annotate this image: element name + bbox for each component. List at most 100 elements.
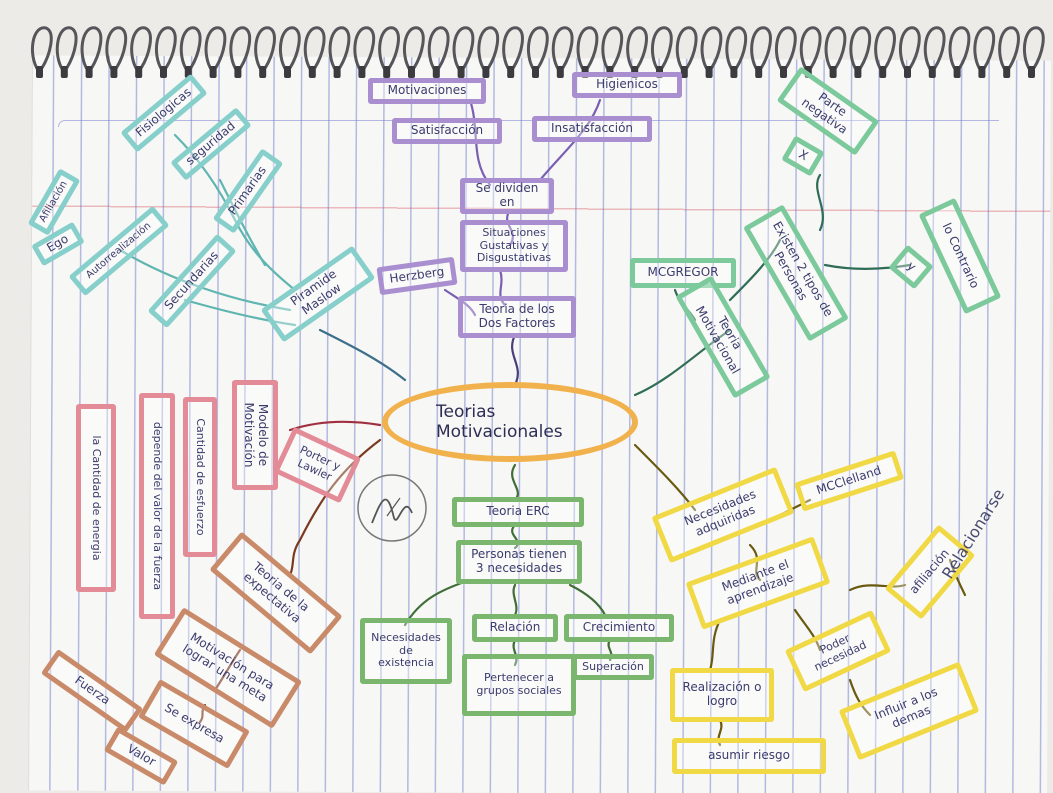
node-pertenecer: Pertenecer a grupos sociales <box>462 654 576 716</box>
spiral-ring <box>502 26 524 71</box>
spiral-ring <box>998 26 1020 71</box>
spiral-ring <box>105 26 128 71</box>
binding-hole <box>854 66 862 78</box>
node-personas-necesidades: Personas tienen 3 necesidades <box>456 540 582 584</box>
binding-hole <box>85 66 93 78</box>
spiral-ring <box>204 26 227 71</box>
central-topic-line2: Motivacionales <box>436 422 563 442</box>
binding-hole <box>904 66 911 78</box>
spiral-ring <box>80 26 103 71</box>
binding-hole <box>680 66 688 78</box>
binding-hole <box>135 66 143 78</box>
node-crecimiento: Crecimiento <box>564 614 674 642</box>
binding-hole <box>482 66 490 78</box>
node-situaciones: Situaciones Gustativas y Disgustativas <box>460 220 568 272</box>
binding-hole <box>829 66 837 78</box>
node-asumir-riesgo: asumir riesgo <box>672 738 826 774</box>
spiral-ring <box>675 26 698 71</box>
paper-margin-line <box>58 120 999 127</box>
spiral-ring <box>551 26 574 71</box>
node-depende-valor: depende del valor de la fuerza <box>139 393 175 619</box>
binding-hole <box>259 66 267 78</box>
spiral-ring <box>898 26 921 71</box>
binding-hole <box>308 66 316 78</box>
spiral-ring <box>229 26 252 71</box>
binding-hole <box>234 66 242 78</box>
node-realizacion-logro: Realización o logro <box>670 668 774 722</box>
doodle-drawing <box>352 468 432 546</box>
binding-hole <box>160 66 167 78</box>
spiral-ring <box>874 26 896 71</box>
node-teoria-dos-factores: Teoria de los Dos Factores <box>458 296 576 338</box>
binding-hole <box>432 66 440 78</box>
binding-hole <box>755 66 763 78</box>
binding-hole <box>705 66 713 78</box>
spiral-ring <box>303 26 326 71</box>
node-insatisfaccion: Insatisfacción <box>532 116 652 142</box>
binding-hole <box>978 66 986 78</box>
spiral-ring <box>725 26 748 71</box>
binding-hole <box>879 66 887 78</box>
spiral-ring <box>179 26 202 71</box>
node-cantidad-esfuerzo: Cantidad de esfuerzo <box>183 397 217 557</box>
spiral-ring <box>1022 26 1045 71</box>
binding-hole <box>507 66 515 78</box>
node-superacion: Superación <box>572 654 654 680</box>
spiral-ring <box>576 26 599 71</box>
spiral-ring <box>477 26 500 71</box>
node-modelo-motivacion: Modelo de Motivación <box>232 380 278 490</box>
spiral-ring <box>402 26 425 71</box>
spiral-ring <box>378 26 400 71</box>
binding-hole <box>60 66 68 78</box>
node-relacion: Relación <box>472 614 558 642</box>
central-topic-line1: Teorias <box>436 402 496 422</box>
binding-hole <box>457 66 465 78</box>
spiral-ring <box>849 26 872 71</box>
spiral-ring <box>130 26 152 71</box>
node-higienicos: Higienicos <box>572 72 682 98</box>
spiral-ring <box>55 26 78 71</box>
binding-hole <box>928 66 936 78</box>
binding-hole <box>358 66 366 78</box>
spiral-ring <box>650 26 673 71</box>
binding-hole <box>184 66 192 78</box>
node-se-dividen: Se dividen en <box>460 178 554 214</box>
node-existencia: Necesidades de existencia <box>360 618 452 684</box>
binding-hole <box>408 66 415 78</box>
spiral-ring <box>948 26 971 71</box>
binding-hole <box>209 66 217 78</box>
binding-hole <box>284 66 291 78</box>
spiral-ring <box>452 26 475 71</box>
central-topic: Teorias Motivacionales <box>382 382 638 462</box>
spiral-ring <box>328 26 351 71</box>
binding-hole <box>730 66 738 78</box>
binding-hole <box>556 66 564 78</box>
spiral-ring <box>353 26 376 71</box>
binding-hole <box>36 66 43 78</box>
binding-hole <box>110 66 118 78</box>
spiral-ring <box>601 26 624 71</box>
spiral-ring <box>799 26 822 71</box>
spiral-ring <box>427 26 450 71</box>
spiral-ring <box>774 26 797 71</box>
binding-hole <box>1003 66 1011 78</box>
spiral-ring <box>824 26 847 71</box>
spiral-ring <box>750 26 772 71</box>
binding-hole <box>953 66 961 78</box>
spiral-ring <box>626 26 648 71</box>
binding-hole <box>1028 66 1035 78</box>
spiral-ring <box>154 26 177 71</box>
spiral-binding <box>30 26 1045 78</box>
node-satisfaccion: Satisfacción <box>392 118 502 144</box>
spiral-ring <box>278 26 301 71</box>
node-mcgregor: MCGREGOR <box>630 258 736 288</box>
spiral-ring <box>973 26 996 71</box>
spiral-ring <box>30 26 53 71</box>
spiral-ring <box>526 26 549 71</box>
binding-hole <box>532 66 539 78</box>
binding-hole <box>780 66 787 78</box>
binding-hole <box>804 66 812 78</box>
node-cantidad-energia: la Cantidad de energia <box>76 404 116 592</box>
spiral-ring <box>923 26 946 71</box>
